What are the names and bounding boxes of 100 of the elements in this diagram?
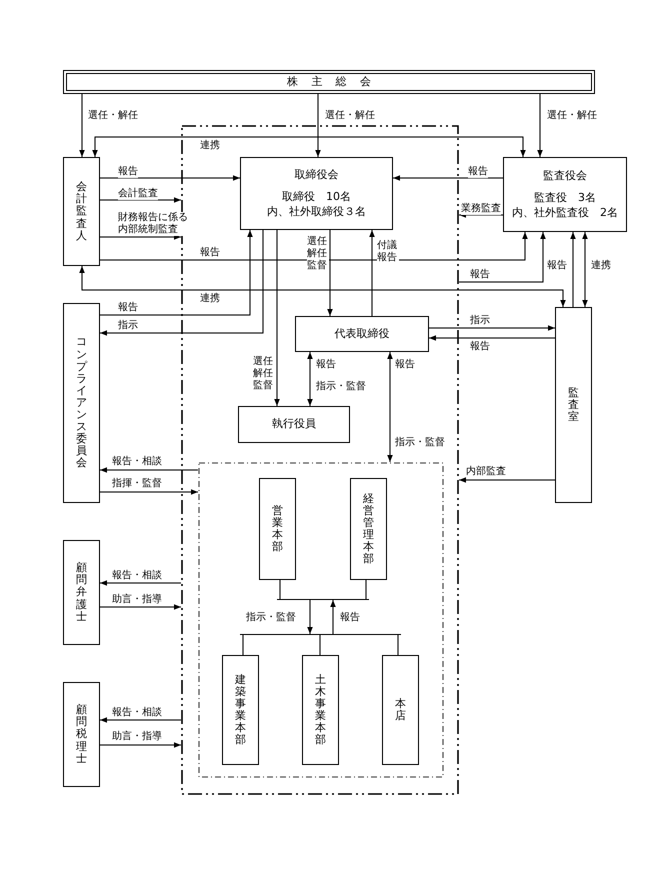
edge-label: 報告 bbox=[470, 341, 490, 353]
org-box bbox=[259, 478, 296, 580]
edge-label: 業務監査 bbox=[461, 203, 501, 215]
box-title: 営業本部 bbox=[272, 504, 283, 554]
arrow bbox=[92, 136, 526, 158]
edge-label: 報告 bbox=[200, 247, 220, 259]
org-box bbox=[302, 655, 339, 765]
arrow bbox=[100, 742, 182, 748]
arrow bbox=[458, 232, 546, 282]
arrow bbox=[537, 94, 543, 158]
arrow bbox=[307, 600, 313, 634]
box-text: 監査役 3名 bbox=[534, 191, 596, 206]
edge-label: 選任・解任 bbox=[325, 110, 375, 122]
org-box bbox=[382, 655, 419, 765]
arrow bbox=[458, 477, 556, 483]
connector-line bbox=[242, 634, 244, 656]
arrow bbox=[428, 335, 556, 341]
edge-label: 報告 bbox=[340, 612, 360, 624]
box-title: 監査役会 bbox=[543, 169, 587, 184]
box-title: 監査室 bbox=[568, 386, 579, 424]
edge-label: 連携 bbox=[200, 293, 220, 305]
box-title: 土木事業本部 bbox=[315, 674, 326, 746]
edge-label: 選任・解任 bbox=[547, 110, 597, 122]
arrow bbox=[458, 212, 504, 218]
org-box bbox=[63, 682, 100, 787]
box-title: 執行役員 bbox=[272, 417, 316, 432]
arrow bbox=[100, 467, 198, 473]
edge-label: 選任解任監督 bbox=[253, 356, 275, 392]
edge-label: 報告・相談 bbox=[112, 707, 162, 719]
edge-label: 付議報告 bbox=[377, 240, 399, 264]
arrow bbox=[79, 266, 566, 308]
arrow bbox=[570, 232, 576, 308]
org-box bbox=[63, 303, 100, 503]
org-box bbox=[238, 406, 350, 443]
box-title: 会計監査人 bbox=[76, 181, 87, 242]
arrow bbox=[307, 352, 313, 406]
edge-label: 会計監査 bbox=[118, 188, 158, 200]
arrow bbox=[100, 717, 182, 723]
arrow bbox=[369, 230, 375, 316]
edge-label: 選任解任監督 bbox=[307, 236, 329, 272]
org-box bbox=[295, 316, 429, 352]
arrow bbox=[100, 175, 240, 181]
box-title: 建築事業本部 bbox=[235, 674, 246, 746]
edge-label: 指揮・監督 bbox=[112, 478, 162, 490]
arrow bbox=[327, 230, 333, 316]
dashed-boundary bbox=[198, 462, 444, 778]
org-box bbox=[63, 157, 100, 266]
edge-label: 助言・指導 bbox=[112, 594, 162, 606]
org-box bbox=[503, 157, 627, 232]
org-box bbox=[240, 157, 393, 230]
banner-box bbox=[63, 70, 595, 94]
edge-label: 報告・相談 bbox=[112, 570, 162, 582]
arrow bbox=[100, 232, 528, 260]
arrow bbox=[392, 175, 504, 181]
box-text: 取締役 10名 bbox=[282, 190, 351, 205]
text-label: 指示・監督 bbox=[395, 437, 445, 449]
org-box bbox=[63, 540, 100, 645]
arrow bbox=[100, 489, 198, 495]
box-title: 株主総会 bbox=[286, 74, 384, 90]
edge-label: 報告・相談 bbox=[112, 456, 162, 468]
edge-label: 指示・監督 bbox=[246, 612, 296, 624]
arrow bbox=[582, 232, 588, 308]
arrow bbox=[330, 600, 336, 634]
box-text: 内、社外取締役３名 bbox=[267, 204, 366, 219]
box-text: 内、社外監査役 2名 bbox=[512, 206, 618, 220]
box-title: 代表取締役 bbox=[334, 326, 390, 342]
text-label: 指示・監督 bbox=[316, 381, 366, 393]
edge-label: 指示 bbox=[118, 320, 138, 332]
box-title: 本店 bbox=[395, 698, 406, 722]
edge-label: 連携 bbox=[200, 140, 220, 152]
edge-label: 報告 bbox=[118, 166, 138, 178]
edge-label: 報告 bbox=[470, 269, 490, 281]
edge-label: 報告 bbox=[316, 359, 336, 371]
edge-label: 連携 bbox=[591, 260, 611, 272]
org-box bbox=[555, 307, 592, 503]
box-title: 取締役会 bbox=[294, 168, 338, 182]
edge-label: 報告 bbox=[468, 166, 488, 178]
arrow bbox=[79, 94, 85, 158]
edge-label: 報告 bbox=[395, 359, 415, 371]
arrow bbox=[100, 604, 182, 610]
box-title: コンプライアンス委員会 bbox=[76, 336, 87, 470]
arrow bbox=[100, 197, 182, 203]
edge-label: 内部監査 bbox=[466, 466, 506, 478]
edge-label: 助言・指導 bbox=[112, 731, 162, 743]
arrow bbox=[315, 94, 321, 158]
box-title: 経営管理本部 bbox=[363, 492, 374, 566]
arrow bbox=[387, 352, 393, 462]
arrow bbox=[100, 234, 182, 240]
arrow bbox=[100, 230, 264, 336]
box-title: 顧問税理士 bbox=[76, 704, 87, 765]
org-box bbox=[222, 655, 259, 765]
edge-label: 指示 bbox=[470, 315, 490, 327]
box-title: 顧問弁護士 bbox=[76, 562, 87, 623]
edge-label: 選任・解任 bbox=[88, 110, 138, 122]
edge-label: 報告 bbox=[118, 302, 138, 314]
arrow bbox=[100, 580, 182, 586]
arrow bbox=[428, 325, 556, 331]
arrow bbox=[100, 230, 253, 316]
edge-label: 報告 bbox=[547, 260, 567, 272]
org-box bbox=[350, 478, 387, 580]
